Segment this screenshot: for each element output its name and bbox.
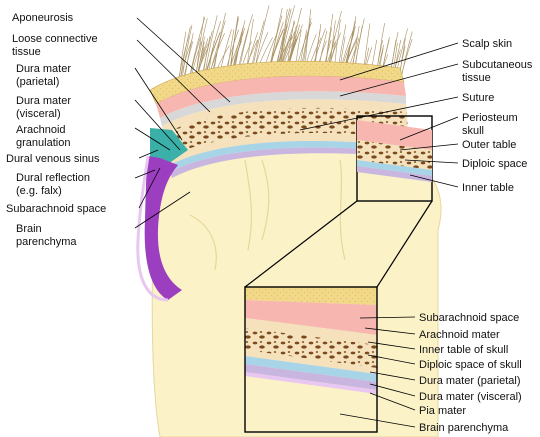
label-line: Scalp skin [462,38,512,50]
leader-dural-venous-sinus [138,149,159,159]
label-line: Aponeurosis [12,12,74,24]
label-inset-pia-mater: Pia mater [419,405,466,417]
zoom-connector-left [244,200,358,288]
dural-venous-sinus-shape [150,128,188,166]
label-inset-diploic-space: Diploic space of skull [419,359,522,371]
label-line: Diploic space [462,158,527,170]
leader-subcutaneous-tissue [339,63,459,97]
leader-outer-table [399,143,459,151]
label-line: Diploic space of skull [419,359,522,371]
leader-periosteum-skull [399,116,459,141]
label-diploic-space: Diploic space [462,158,527,170]
hair-strand [246,18,254,70]
label-inset-inner-table: Inner table of skull [419,344,508,356]
label-line: skull [462,125,484,137]
label-line: Arachnoid [16,124,66,136]
label-inset-dura-parietal: Dura mater (parietal) [419,375,520,387]
leader-inset-inner-table [367,341,416,350]
label-line: Pia mater [419,405,466,417]
label-line: (e.g. falx) [16,185,62,197]
label-subarachnoid-space: Subarachnoid space [6,203,106,215]
label-line: Dural reflection [16,172,90,184]
label-dural-reflection: Dural reflection(e.g. falx) [16,172,90,197]
leader-subarachnoid-space [138,167,161,209]
label-line: Inner table of skull [419,344,508,356]
label-line: Dural venous sinus [6,153,100,165]
label-dura-mater-parietal: Dura mater(parietal) [16,63,71,88]
label-line: Dura mater (parietal) [419,375,520,387]
label-line: (visceral) [16,108,61,120]
leader-lines [134,17,459,428]
label-line: Subarachnoid space [419,312,519,324]
leader-inset-diploic-space [367,354,416,365]
label-scalp-skin: Scalp skin [462,38,512,50]
label-line: tissue [12,46,41,58]
label-line: Dura mater (visceral) [419,391,522,403]
leader-diploic-space [404,159,459,164]
label-line: tissue [462,72,491,84]
label-line: Suture [462,92,494,104]
leader-brain-parenchyma [134,191,191,229]
leader-aponeurosis [136,17,231,103]
label-line: granulation [16,137,70,149]
leader-dura-mater-parietal [134,67,183,141]
leader-dura-mater-visceral [134,99,181,151]
label-line: Arachnoid mater [419,329,500,341]
leader-inset-subarachnoid-space [359,316,416,319]
label-inset-brain-parenchyma: Brain parenchyma [419,422,509,434]
label-line: Periosteum [462,112,518,124]
leader-inset-brain-parenchyma [339,413,416,428]
label-line: Loose connective [12,33,98,45]
leader-dural-reflection [134,169,156,179]
zoom-box-layers [357,120,432,182]
label-aponeurosis: Aponeurosis [12,12,74,24]
label-outer-table: Outer table [462,139,516,151]
label-line: Brain [16,223,42,235]
label-suture: Suture [462,92,494,104]
label-inset-subarachnoid-space: Subarachnoid space [419,312,519,324]
leader-inner-table [409,174,459,188]
label-line: Brain parenchyma [419,422,509,434]
label-line: Outer table [462,139,516,151]
leader-inset-dura-parietal [369,371,416,381]
label-dura-mater-visceral: Dura mater(visceral) [16,95,71,120]
inset-panel [244,286,378,433]
leader-inset-pia-mater [369,392,416,411]
label-line: Inner table [462,182,514,194]
leader-scalp-skin [339,42,459,81]
leader-inset-dura-visceral [369,383,416,397]
label-inset-arachnoid-mater: Arachnoid mater [419,329,500,341]
label-line: Subarachnoid space [6,203,106,215]
leader-suture [299,96,459,131]
label-line: parenchyma [16,236,77,248]
leader-inset-arachnoid-mater [364,327,416,335]
leader-arachnoid-granulation [134,127,171,151]
label-inset-dura-visceral: Dura mater (visceral) [419,391,522,403]
label-inner-table: Inner table [462,182,514,194]
label-line: Subcutaneous [462,59,533,71]
label-line: Dura mater [16,95,71,107]
leader-loose-connective-tissue [136,39,211,113]
zoom-connector-right [376,200,433,288]
label-dural-venous-sinus: Dural venous sinus [6,153,100,165]
hair-strand [213,12,226,74]
label-line: (parietal) [16,76,59,88]
label-line: Dura mater [16,63,71,75]
